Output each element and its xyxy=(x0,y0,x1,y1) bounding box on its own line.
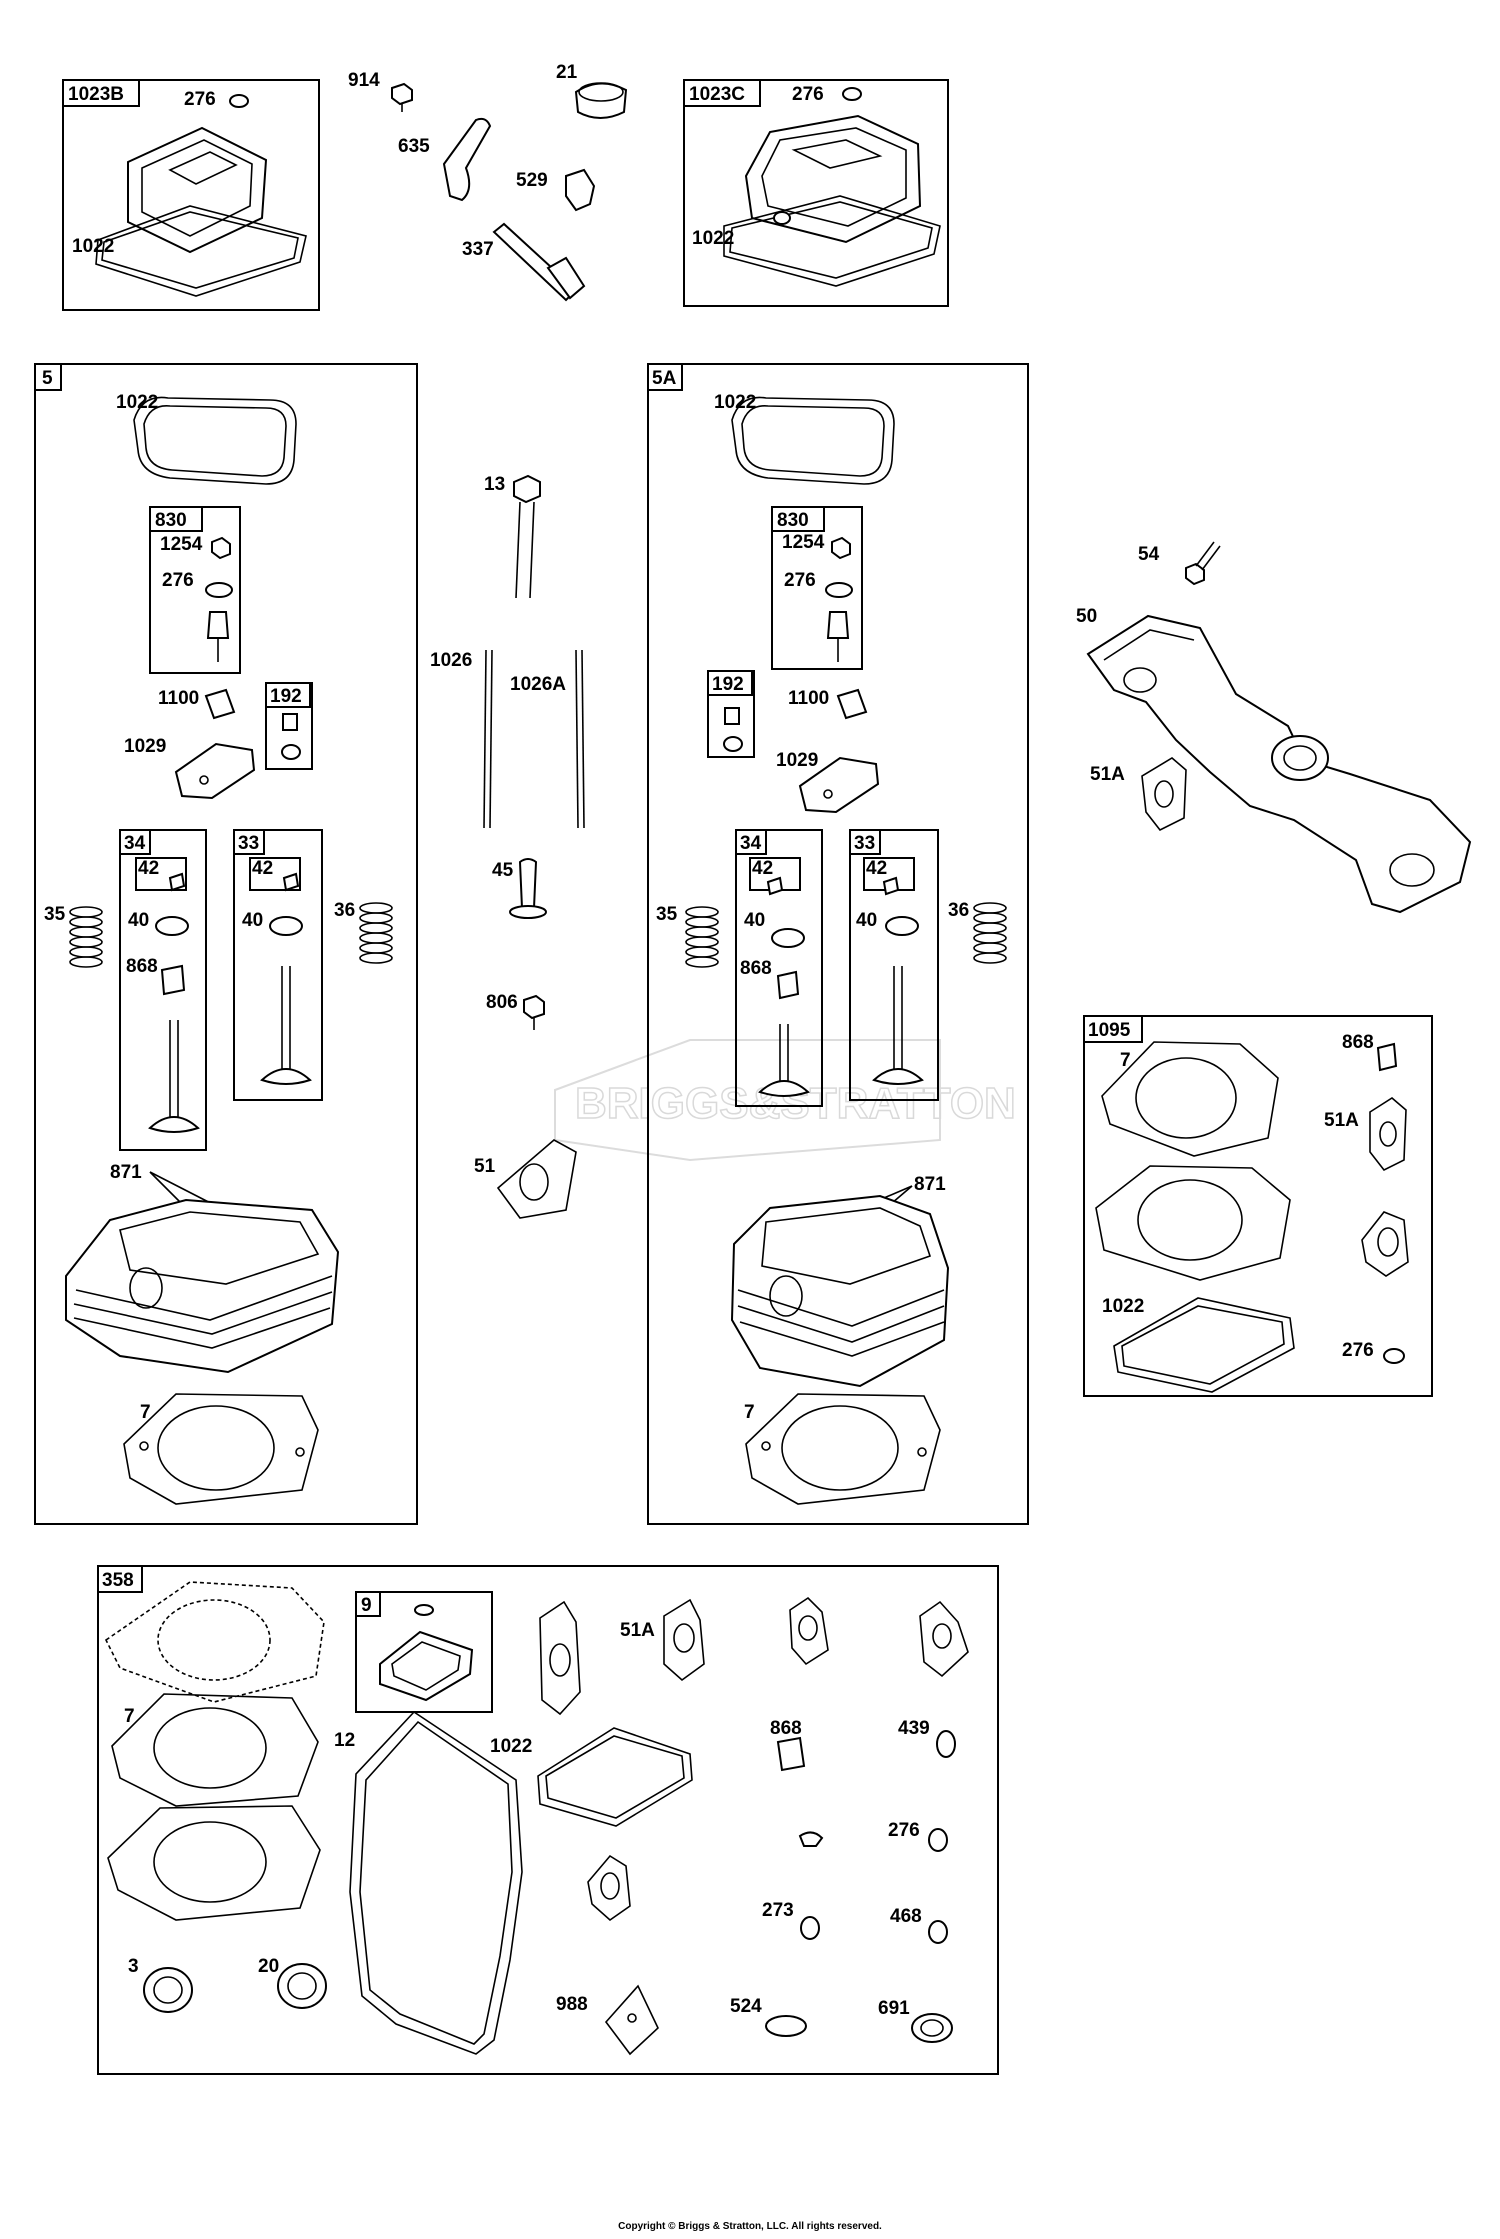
part-label-l1022e: 1022 xyxy=(1102,1296,1144,1317)
part-label-l1100b: 1100 xyxy=(788,688,829,709)
part-label-l524: 524 xyxy=(730,1996,762,2017)
part-label-l51A: 51A xyxy=(1090,764,1125,785)
part-label-l691: 691 xyxy=(878,1998,910,2019)
group-1023B: 1023B 276 1022 xyxy=(62,79,320,311)
part-label-l1022a: 1022 xyxy=(72,236,114,257)
part-label-l51Ac: 51A xyxy=(620,1620,655,1641)
group-tag-b42a: 42 xyxy=(138,858,159,879)
group-tag-b1023B: 1023B xyxy=(68,84,124,105)
part-label-l868a: 868 xyxy=(126,956,158,977)
part-label-l7c: 7 xyxy=(1120,1050,1131,1071)
part-label-l635: 635 xyxy=(398,136,430,157)
part-label-l276e: 276 xyxy=(1342,1340,1374,1361)
part-label-l51: 51 xyxy=(474,1156,496,1177)
part-label-l871b: 871 xyxy=(914,1174,946,1195)
part-label-l35a: 35 xyxy=(44,904,66,925)
group-tag-b5: 5 xyxy=(42,368,53,389)
group-5: 5 1022 830 1254 276 1100 192 1029 35 xyxy=(34,363,418,1525)
group-tag-b33L: 33 xyxy=(238,833,259,854)
center-parts: 13 1026 1026A 45 806 51 xyxy=(430,474,585,1219)
copyright-notice: Copyright © Briggs & Stratton, LLC. All … xyxy=(618,2221,882,2232)
part-label-l871a: 871 xyxy=(110,1162,142,1183)
group-358: 358 9 7 3 20 12 51A 1022 xyxy=(97,1565,999,2075)
part-label-l7d: 7 xyxy=(124,1706,135,1727)
group-tag-b192L: 192 xyxy=(270,686,302,707)
part-label-l40d: 40 xyxy=(856,910,877,931)
part-label-l7b: 7 xyxy=(744,1402,755,1423)
group-tag-b34L: 34 xyxy=(124,833,146,854)
part-label-l1022f: 1022 xyxy=(490,1736,532,1757)
part-label-l20: 20 xyxy=(258,1956,279,1977)
group-tag-b9: 9 xyxy=(361,1595,372,1616)
group-tag-b830L: 830 xyxy=(155,510,187,531)
part-label-l1029b: 1029 xyxy=(776,750,818,771)
part-label-l868c: 868 xyxy=(1342,1032,1374,1053)
part-label-l1100a: 1100 xyxy=(158,688,199,709)
part-label-l1022c: 1022 xyxy=(116,392,158,413)
group-tag-b192R: 192 xyxy=(712,674,744,695)
part-label-l36a: 36 xyxy=(334,900,355,921)
part-label-l439: 439 xyxy=(898,1718,930,1739)
part-label-l21: 21 xyxy=(556,62,578,83)
part-label-l1022d: 1022 xyxy=(714,392,756,413)
group-1023C: 1023C 276 1022 xyxy=(683,79,949,307)
part-label-l1022b: 1022 xyxy=(692,228,734,249)
part-label-l1254b: 1254 xyxy=(782,532,825,553)
group-tag-b33R: 33 xyxy=(854,833,875,854)
part-label-l868d: 868 xyxy=(770,1718,802,1739)
part-label-l276f: 276 xyxy=(888,1820,920,1841)
part-label-l868b: 868 xyxy=(740,958,772,979)
watermark: BRIGGS&STRATTON xyxy=(554,1039,1017,1162)
part-label-l51Ab: 51A xyxy=(1324,1110,1359,1131)
part-label-l1026: 1026 xyxy=(430,650,472,671)
part-label-l276a: 276 xyxy=(184,89,216,110)
group-tag-b34R: 34 xyxy=(740,833,762,854)
top-loose-parts: 914 21 635 529 337 xyxy=(348,62,628,302)
group-tag-b42b: 42 xyxy=(252,858,273,879)
part-label-l276c: 276 xyxy=(162,570,194,591)
group-tag-b358: 358 xyxy=(102,1570,134,1591)
group-1095: 1095 7 868 51A 1022 276 xyxy=(1083,1015,1433,1397)
part-label-l1254a: 1254 xyxy=(160,534,203,555)
group-tag-b830R: 830 xyxy=(777,510,809,531)
part-label-l12: 12 xyxy=(334,1730,355,1751)
part-label-l45: 45 xyxy=(492,860,514,881)
part-label-l7a: 7 xyxy=(140,1402,151,1423)
group-5A: 5A 1022 830 1254 276 192 1100 1029 35 xyxy=(647,363,1029,1525)
part-label-l13: 13 xyxy=(484,474,505,495)
part-label-l276d: 276 xyxy=(784,570,816,591)
part-label-l40a: 40 xyxy=(128,910,149,931)
part-label-l1026A: 1026A xyxy=(510,674,566,695)
part-label-l50: 50 xyxy=(1076,606,1097,627)
part-label-l3: 3 xyxy=(128,1956,139,1977)
part-label-l36b: 36 xyxy=(948,900,969,921)
part-label-l273: 273 xyxy=(762,1900,794,1921)
group-tag-b5A: 5A xyxy=(652,368,677,389)
part-label-l337: 337 xyxy=(462,239,494,260)
part-label-l914: 914 xyxy=(348,70,380,91)
group-tag-b42d: 42 xyxy=(866,858,887,879)
intake-manifold-group: 54 50 51A xyxy=(1076,541,1472,914)
part-label-l40b: 40 xyxy=(242,910,263,931)
part-label-l276b: 276 xyxy=(792,84,824,105)
part-label-l1029a: 1029 xyxy=(124,736,166,757)
part-label-l529: 529 xyxy=(516,170,548,191)
part-label-l35b: 35 xyxy=(656,904,678,925)
part-label-l806: 806 xyxy=(486,992,518,1013)
group-tag-b1023C: 1023C xyxy=(689,84,745,105)
part-label-l54: 54 xyxy=(1138,544,1160,565)
part-label-l468: 468 xyxy=(890,1906,922,1927)
group-tag-b1095: 1095 xyxy=(1088,1020,1131,1041)
part-label-l40c: 40 xyxy=(744,910,765,931)
part-label-l988: 988 xyxy=(556,1994,588,2015)
group-tag-b42c: 42 xyxy=(752,858,773,879)
